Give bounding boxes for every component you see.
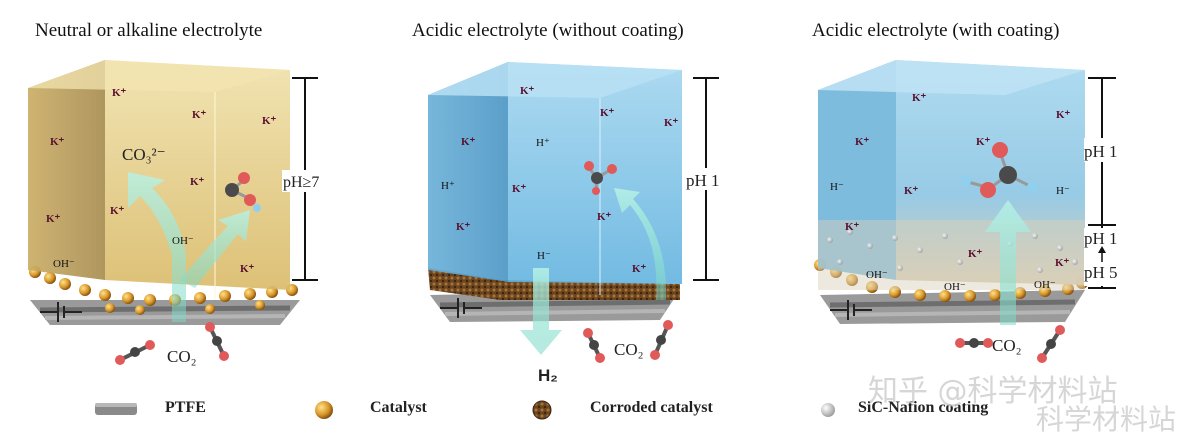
watermark-top: 知乎 @科学材料站 — [868, 374, 1118, 409]
panel2-ion-4: K⁺ — [461, 136, 476, 148]
panel2-product-molecule — [579, 159, 617, 195]
panel2-ion-3: K⁺ — [664, 117, 679, 129]
sic-nafion-legend-label: SiC-Nafion coating — [858, 399, 989, 416]
panel1-ion-1: K⁺ — [112, 87, 127, 99]
legend — [95, 400, 835, 420]
panel1-carbonate-label: CO₃²⁻ — [122, 145, 166, 164]
panel2-corroded-layer — [428, 268, 680, 300]
catalyst-legend-icon — [315, 401, 333, 419]
panel3-ph-bracket — [1084, 77, 1128, 289]
panel1-ptfe-layer — [30, 300, 300, 325]
panel2-co2-molecules — [583, 320, 673, 363]
panel1-diagram: K⁺ K⁺ K⁺ K⁺ K⁺ K⁺ K⁺ K⁺ OH⁻ OH⁻ CO₃²⁻ pH… — [28, 60, 328, 366]
panel1-ion-8: K⁺ — [240, 263, 255, 275]
panel1-title: Neutral or alkaline electrolyte — [35, 20, 263, 41]
panel3-ph-bottom-label: pH 5 — [1084, 263, 1118, 282]
panel2-title: Acidic electrolyte (without coating) — [412, 20, 684, 41]
panel3-h-2: H⁻ — [1056, 185, 1070, 197]
panel1-product-molecule — [225, 172, 261, 212]
panel3-ph-top-label: pH 1 — [1084, 142, 1118, 161]
sic-nafion-legend-icon — [821, 403, 835, 417]
panel3-co2-molecules — [955, 325, 1065, 363]
panel1-electrolyte-front — [28, 60, 105, 280]
panel3-electrode-symbol — [830, 300, 872, 320]
panel2-diagram: K⁺ K⁺ K⁺ K⁺ K⁺ K⁺ K⁺ H⁺ H⁺ H⁻ K⁺ pH 1 — [428, 62, 730, 385]
panel1-ion-3: K⁺ — [262, 115, 277, 127]
panel1-oh-1: OH⁻ — [172, 235, 194, 247]
panel2-ion-1: K⁺ — [520, 85, 535, 97]
panel2-ph-bracket — [686, 77, 730, 281]
panel3-h-1: H⁻ — [830, 181, 844, 193]
panel3-ion-6: K⁺ — [845, 221, 860, 233]
ptfe-legend-label: PTFE — [165, 399, 206, 416]
corroded-catalyst-legend-label: Corroded catalyst — [590, 399, 713, 416]
panel2-h2-label: H₂ — [538, 366, 558, 385]
panel3-ion-8: K⁺ — [1055, 257, 1070, 269]
panel2-electrolyte-top — [428, 62, 682, 98]
panel3-co2-arrow — [985, 200, 1031, 325]
catalyst-legend-label: Catalyst — [370, 399, 427, 416]
panel3-co2-label: CO₂ — [992, 336, 1022, 355]
panel3-ion-5: K⁺ — [904, 185, 919, 197]
corroded-catalyst-legend-icon — [532, 400, 552, 420]
panel3-ion-4: K⁺ — [976, 136, 991, 148]
panel2-h-2: H⁺ — [441, 180, 455, 192]
panel2-ph-label: pH 1 — [686, 171, 720, 190]
panel3-electrolyte-box — [896, 60, 1085, 285]
panel1-co2-label: CO₂ — [167, 347, 197, 366]
panel1-oh-2: OH⁻ — [53, 258, 75, 270]
panel3-product-molecule — [961, 142, 1037, 198]
panel3-ion-1: K⁺ — [912, 92, 927, 104]
panel1-ph-label: pH≥7 — [283, 174, 319, 191]
panel3-sic-coating — [818, 220, 1085, 290]
panel3-ion-2: K⁺ — [1056, 109, 1071, 121]
panel1-electrolyte-top — [28, 60, 290, 92]
panel1-ion-6: K⁺ — [110, 205, 125, 217]
panel2-h2-arrow — [520, 268, 562, 355]
panel2-h-1: H⁺ — [536, 137, 550, 149]
watermark-bottom: 科学材料站 — [1036, 403, 1177, 436]
panel1-co2-arrow — [128, 172, 186, 322]
panel3-ion-3: K⁺ — [855, 136, 870, 148]
ptfe-legend-icon — [95, 403, 137, 415]
panel2-co2-label: CO₂ — [614, 340, 644, 359]
panel3-ph-mid-label: pH 1 — [1084, 229, 1118, 248]
panel1-ion-4: K⁺ — [50, 136, 65, 148]
panel2-electrode-symbol — [440, 298, 482, 318]
panel3-oh-1: OH⁻ — [866, 269, 888, 281]
panel3-electrolyte-front — [818, 60, 896, 280]
panel3-oh-3: OH⁻ — [1034, 279, 1056, 291]
panel2-co2-arrow — [614, 188, 667, 300]
panel1-co2-molecules — [115, 322, 229, 365]
panel2-ion-8: K⁺ — [632, 263, 647, 275]
panel2-electrolyte-front — [428, 62, 508, 282]
panel1-electrode-symbol — [40, 302, 82, 322]
panel1-ion-2: K⁺ — [192, 109, 207, 121]
panel1-product-arrow — [180, 210, 250, 288]
panel3-title: Acidic electrolyte (with coating) — [812, 20, 1060, 41]
panel1-ion-7: K⁺ — [46, 213, 61, 225]
panel1-ion-5: K⁺ — [190, 176, 205, 188]
panel3-oh-2: OH⁻ — [944, 281, 966, 293]
panel3-electrolyte-top — [818, 60, 1085, 95]
panel2-ion-2: K⁺ — [600, 107, 615, 119]
panel1-ph-bracket — [282, 77, 328, 281]
panel3-diagram: K⁺ K⁺ K⁺ K⁺ K⁺ K⁺ K⁺ H⁻ H⁻ OH⁻ OH⁻ OH⁻ K… — [814, 60, 1128, 363]
panel2-h-3: H⁻ — [537, 250, 551, 262]
panel2-ion-6: K⁺ — [597, 211, 612, 223]
panel2-ion-5: K⁺ — [512, 183, 527, 195]
panel3-ion-7: K⁺ — [968, 248, 983, 260]
panel2-ion-7: K⁺ — [456, 221, 471, 233]
